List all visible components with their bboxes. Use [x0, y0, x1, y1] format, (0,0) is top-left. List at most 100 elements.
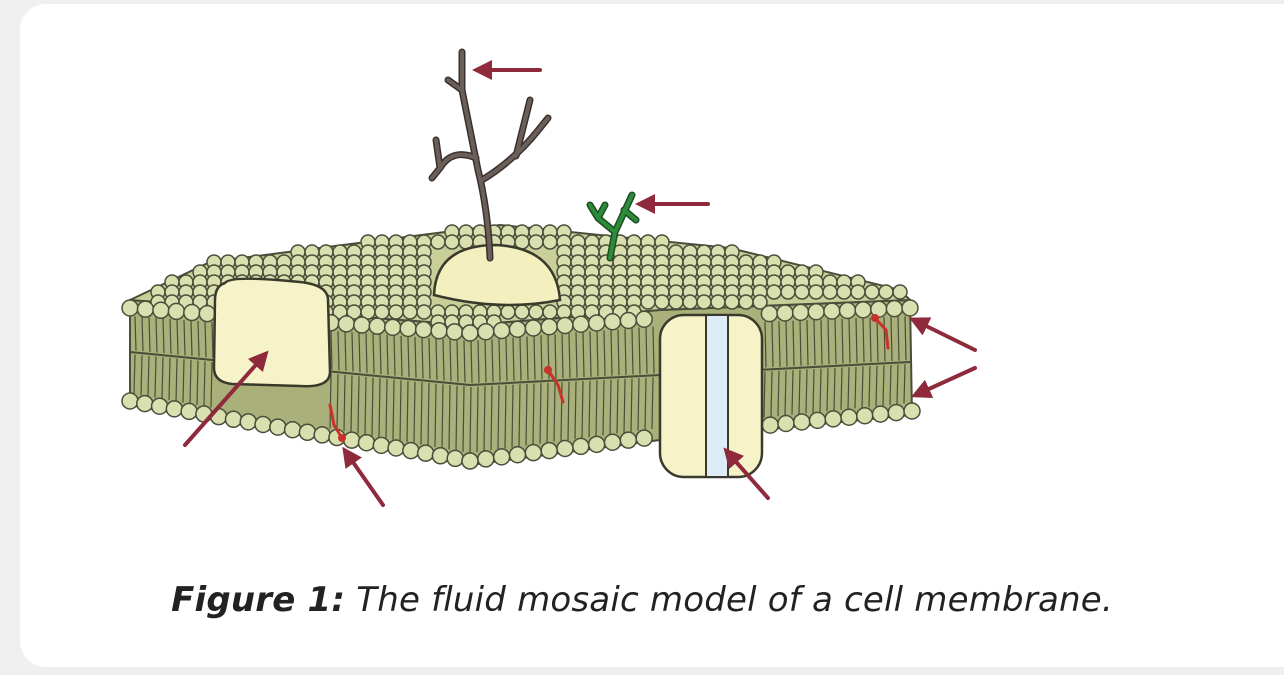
phospholipid-tail: [770, 371, 773, 417]
phospholipid-tail: [771, 321, 774, 368]
phospholipid-head: [528, 304, 544, 320]
phospholipid-head: [121, 299, 139, 317]
phospholipid-head: [399, 319, 417, 338]
phospholipid-tail: [826, 368, 829, 412]
phospholipid-tail: [595, 380, 598, 437]
phospholipid-head: [540, 441, 558, 460]
phospholipid-head: [776, 304, 794, 322]
phospholipid-tail: [616, 379, 619, 434]
phospholipid-tail: [211, 322, 214, 358]
phospholipid-tail: [638, 327, 641, 375]
phospholipid-tail: [596, 330, 599, 377]
phospholipid-tail: [882, 365, 885, 406]
phospholipid-tail: [358, 332, 361, 373]
phospholipid-head: [402, 441, 420, 460]
phospholipid-head: [342, 431, 361, 449]
phospholipid-head: [854, 301, 872, 319]
phospholipid-tail: [896, 364, 899, 405]
phospholipid-tail: [168, 357, 171, 401]
phospholipid-tail: [476, 386, 479, 452]
phospholipid-tail: [435, 338, 438, 380]
phospholipid-tail: [154, 356, 157, 398]
phospholipid-head: [431, 447, 450, 465]
phospholipid-head: [836, 284, 852, 300]
phospholipid-tail: [889, 364, 892, 405]
phospholipid-tail: [511, 384, 514, 448]
phospholipid-head: [556, 439, 574, 458]
phospholipid-head: [383, 318, 402, 337]
phospholipid-tail: [183, 319, 186, 356]
phospholipid-head: [892, 284, 908, 300]
peripheral-protein: [432, 243, 562, 307]
phospholipid-head: [603, 313, 622, 331]
phospholipid-head: [239, 413, 258, 431]
phospholipid-tail: [414, 336, 417, 378]
phospholipid-tail: [141, 316, 144, 352]
phospholipid-tail: [406, 380, 409, 443]
phospholipid-head: [388, 304, 404, 320]
phospholipid-head: [780, 284, 796, 300]
phospholipid-tail: [203, 361, 206, 407]
phospholipid-tail: [812, 368, 815, 413]
phospholipid-tail: [582, 332, 585, 378]
phospholipid-head: [445, 323, 464, 341]
phospholipid-head: [150, 397, 169, 415]
phospholipid-head: [416, 444, 435, 462]
phospholipid-head: [492, 448, 511, 466]
glycoprotein-chain-fill: [430, 50, 550, 260]
phospholipid-tail: [568, 333, 571, 378]
phospholipid-tail: [379, 334, 382, 375]
phospholipid-head: [793, 413, 811, 431]
phospholipid-tail: [791, 370, 794, 415]
phospholipid-tail: [330, 330, 333, 370]
phospholipid-tail: [798, 369, 801, 415]
phospholipid-heads: [121, 224, 921, 470]
phospholipid-head: [524, 443, 543, 462]
phospholipid-tail: [631, 328, 634, 375]
phospholipid-head: [901, 299, 919, 317]
phospholipid-tail: [204, 321, 207, 358]
phospholipid-head: [635, 429, 653, 447]
phospholipid-head: [777, 414, 795, 433]
phospholipid-tail: [539, 383, 542, 444]
phospholipid-head: [603, 433, 622, 451]
phospholipid-head: [542, 234, 558, 250]
phospholipid-tail: [329, 373, 332, 429]
phospholipid-tail: [854, 366, 857, 409]
phospholipid-tail: [554, 334, 557, 379]
phospholipid-tail: [777, 370, 780, 417]
phospholipid-tail: [442, 339, 445, 381]
phospholipid-tail: [196, 360, 199, 406]
phospholipid-tail: [868, 366, 871, 408]
phospholipid-head: [738, 294, 754, 310]
phospholipid-tail: [386, 334, 389, 375]
phospholipid-tail: [140, 355, 143, 396]
phospholipid-tail: [518, 384, 521, 447]
phospholipid-tail: [371, 377, 374, 436]
phospholipid-head: [761, 416, 779, 434]
phospholipid-head: [807, 303, 825, 321]
phospholipid-tail: [624, 328, 627, 375]
phospholipid-tail: [637, 378, 640, 431]
phospholipid-tail: [890, 316, 893, 362]
phospholipid-tail: [652, 326, 655, 374]
phospholipid-tail: [610, 329, 613, 376]
phospholipid-head: [572, 315, 590, 333]
phospholipid-tail: [343, 374, 346, 431]
phospholipid-tail: [855, 318, 858, 363]
phospholipid-head: [840, 408, 858, 426]
phospholipid-tail: [609, 379, 612, 435]
phospholipid-tail: [546, 382, 549, 443]
phospholipid-tail: [470, 340, 473, 383]
phospholipid-tail: [427, 383, 430, 446]
phospholipid-head: [619, 311, 638, 330]
phospholipid-tail: [336, 374, 339, 430]
phospholipid-head: [903, 402, 921, 420]
phospholipid-head: [357, 433, 376, 452]
phospholipid-tail: [483, 386, 486, 452]
phospholipid-tail: [448, 385, 451, 450]
phospholipid-head: [791, 303, 810, 322]
phospholipid-tail: [799, 320, 802, 366]
phospholipid-tail: [189, 359, 192, 404]
